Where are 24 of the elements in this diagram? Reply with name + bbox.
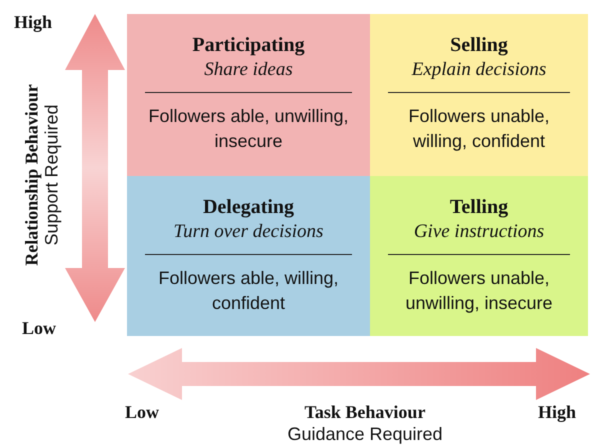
quadrant-panel <box>370 176 588 336</box>
quadrant-description: Followers able, unwilling, insecure <box>147 105 350 153</box>
quadrant-title: Delegating <box>202 196 294 219</box>
quadrant-panel <box>127 176 370 336</box>
quadrant-description: Followers able, willing, confident <box>157 267 340 315</box>
quadrant-title: Selling <box>450 34 508 57</box>
axis-title: Task Behaviour <box>304 402 426 423</box>
quadrant-title: Telling <box>450 196 508 219</box>
quadrant-subtitle: Turn over decisions <box>174 221 324 243</box>
axis-subtitle: Support Required <box>42 104 62 246</box>
quadrant-subtitle: Share ideas <box>204 59 293 81</box>
axis-end-label: Low <box>125 402 160 423</box>
quadrant-description: Followers unable, willing, confident <box>407 105 551 153</box>
quadrant-panel <box>370 14 588 176</box>
axis-subtitle: Guidance Required <box>287 424 443 445</box>
axis-title: Relationship Behaviour <box>22 84 42 266</box>
axis-end-label: Low <box>22 318 56 339</box>
quadrant-subtitle: Explain decisions <box>412 59 546 81</box>
quadrant-title: Participating <box>192 34 305 57</box>
axis-end-label: High <box>14 12 52 33</box>
quadrant-description: Followers unable, unwilling, insecure <box>404 267 554 315</box>
quadrant-subtitle: Give instructions <box>414 221 544 243</box>
quadrant-panel <box>127 14 370 176</box>
axis-end-label: High <box>538 402 576 423</box>
